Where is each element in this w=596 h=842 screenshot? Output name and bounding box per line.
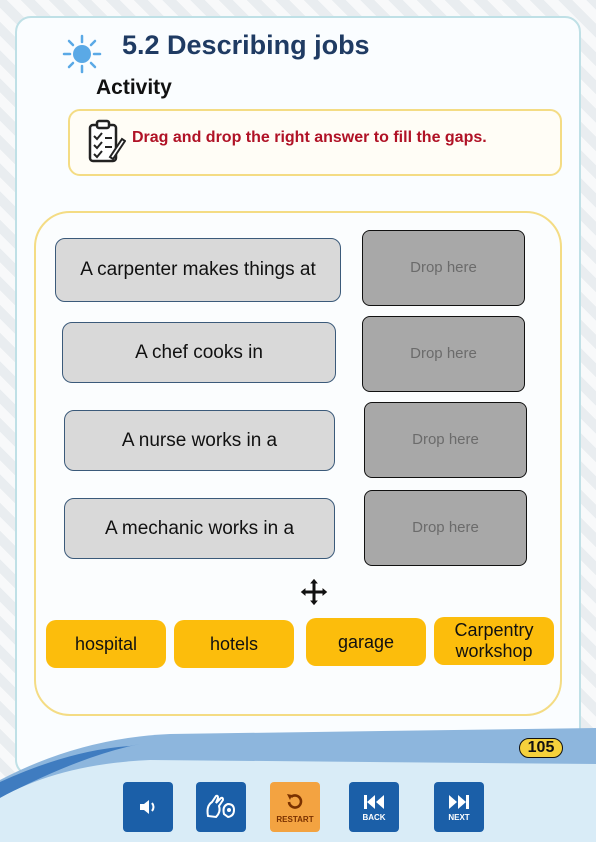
- activity-heading: Activity: [96, 76, 172, 99]
- drop-zone-4[interactable]: Drop here: [364, 490, 527, 566]
- drop-zone-1[interactable]: Drop here: [362, 230, 525, 306]
- next-icon: [449, 794, 469, 809]
- speaker-icon: [140, 800, 155, 814]
- instruction-box: Drag and drop the right answer to fill t…: [68, 109, 562, 176]
- page-number: 105: [519, 738, 563, 758]
- option-hospital[interactable]: hospital: [46, 620, 166, 668]
- sentence-nurse: A nurse works in a: [64, 410, 335, 471]
- option-garage[interactable]: garage: [306, 618, 426, 666]
- sentence-chef: A chef cooks in: [62, 322, 336, 383]
- sign-language-button[interactable]: [196, 782, 246, 832]
- restart-icon: [287, 793, 303, 809]
- page-title: 5.2 Describing jobs: [122, 30, 370, 60]
- restart-label: RESTART: [276, 814, 314, 824]
- back-button[interactable]: BACK: [349, 782, 399, 832]
- audio-button[interactable]: [123, 782, 173, 832]
- option-carpentry-workshop[interactable]: Carpentry workshop: [434, 617, 554, 665]
- back-icon: [364, 794, 384, 809]
- option-hotels[interactable]: hotels: [174, 620, 294, 668]
- sentence-mechanic: A mechanic works in a: [64, 498, 335, 559]
- drop-zone-2[interactable]: Drop here: [362, 316, 525, 392]
- drop-zone-3[interactable]: Drop here: [364, 402, 527, 478]
- sun-icon: [62, 34, 102, 74]
- instruction-text: Drag and drop the right answer to fill t…: [132, 129, 487, 146]
- next-label: NEXT: [448, 812, 470, 822]
- sign-language-icon: [206, 794, 236, 819]
- restart-button[interactable]: RESTART: [270, 782, 320, 832]
- back-label: BACK: [362, 812, 386, 822]
- move-cursor-icon: [299, 577, 329, 607]
- sentence-carpenter: A carpenter makes things at: [55, 238, 341, 302]
- clipboard-checklist-icon: [88, 119, 126, 163]
- next-button[interactable]: NEXT: [434, 782, 484, 832]
